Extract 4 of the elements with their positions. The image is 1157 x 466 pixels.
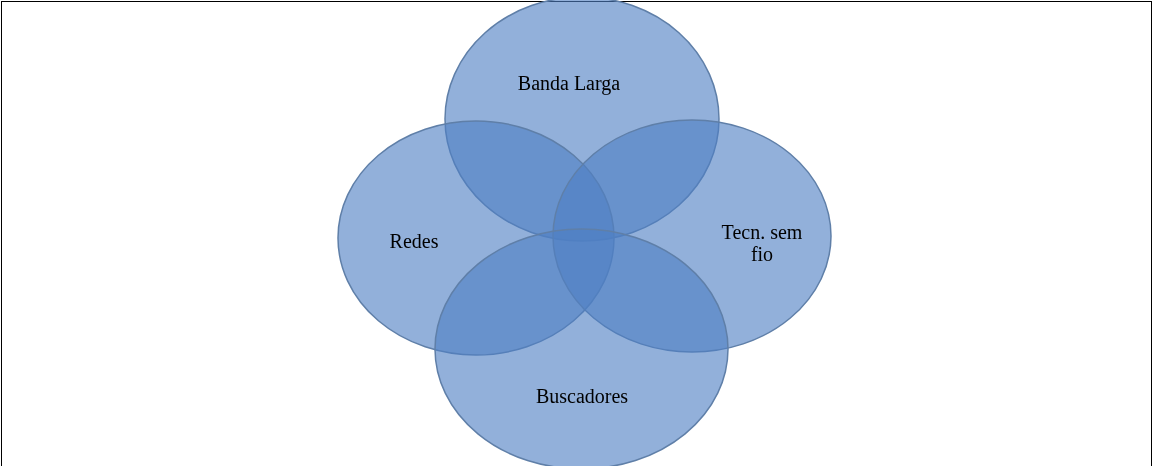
ellipse-label: Banda Larga — [516, 72, 622, 94]
ellipse-label: Redes — [388, 230, 440, 252]
ellipse-label: Tecn. sem fio — [720, 221, 804, 265]
ellipse-label: Buscadores — [534, 385, 630, 407]
